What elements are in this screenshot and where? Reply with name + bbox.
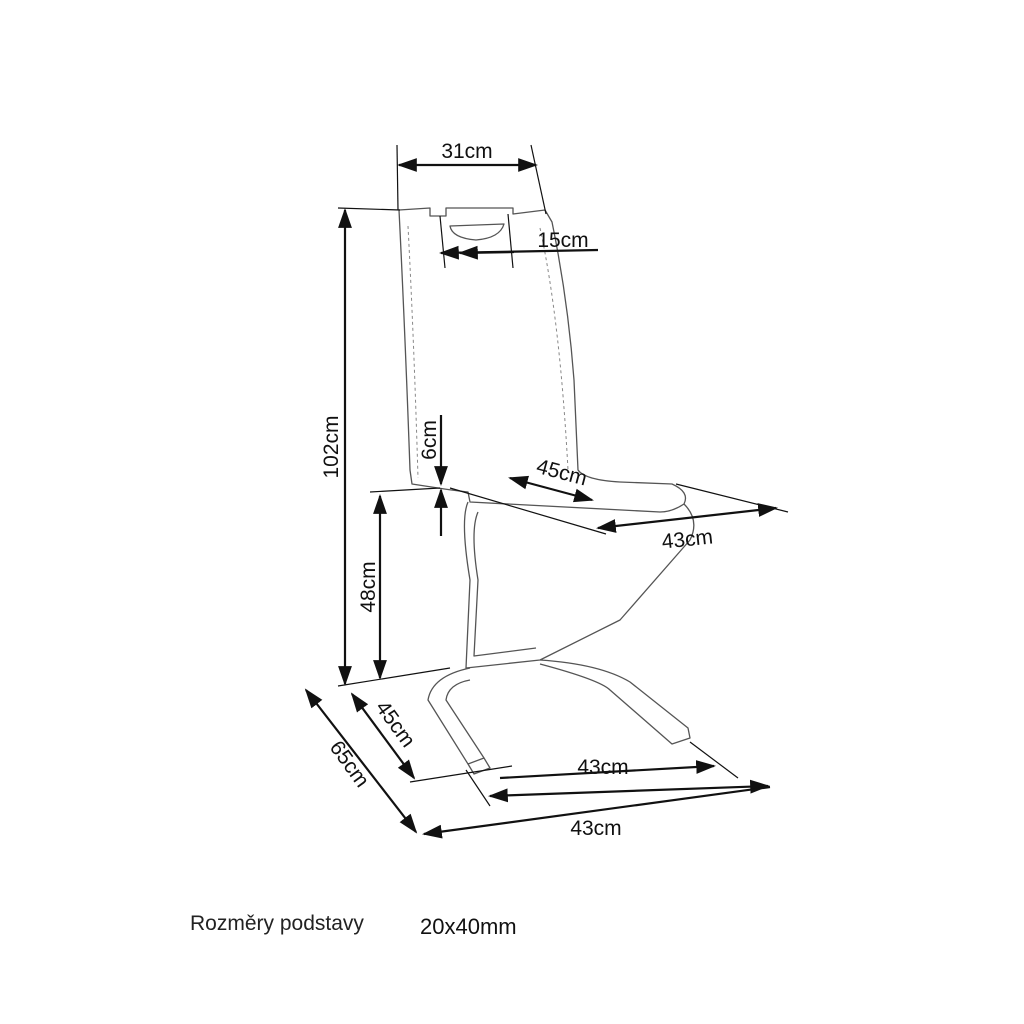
front-skirt (463, 501, 695, 669)
handle-cutout (449, 223, 505, 241)
footer-note: Rozměry podstavy 20x40mm (190, 912, 517, 939)
label-seat-thickness: 6cm (418, 420, 441, 460)
dim-top-width: 31cm (396, 140, 547, 215)
label-base-depth-inner: 45cm (371, 697, 420, 752)
dim-base-width-outer: 43cm (422, 785, 771, 840)
label-base-width-inner: 43cm (577, 756, 628, 779)
dim-handle-width: 15cm (439, 213, 599, 269)
dim-total-height: 102cm (320, 207, 451, 687)
footer-value: 20x40mm (420, 914, 517, 939)
label-base-width-outer: 43cm (570, 817, 621, 840)
label-seat-width: 43cm (661, 525, 714, 553)
label-top-width: 31cm (441, 140, 492, 163)
dim-seat-width: 43cm (449, 483, 789, 554)
label-seat-depth: 45cm (534, 455, 590, 491)
dim-seat-height: 48cm (357, 487, 441, 680)
footer-label: Rozměry podstavy (190, 912, 364, 935)
label-base-depth-outer: 65cm (325, 737, 374, 792)
dim-seat-thickness: 6cm (418, 415, 448, 536)
label-handle-width: 15cm (537, 229, 588, 252)
dim-seat-depth: 45cm (508, 455, 594, 503)
label-total-height: 102cm (320, 415, 343, 478)
label-seat-height: 48cm (357, 561, 380, 612)
steel-base (427, 659, 691, 775)
dim-base-width-inner: 43cm (465, 741, 770, 807)
chair-outline (398, 207, 695, 775)
